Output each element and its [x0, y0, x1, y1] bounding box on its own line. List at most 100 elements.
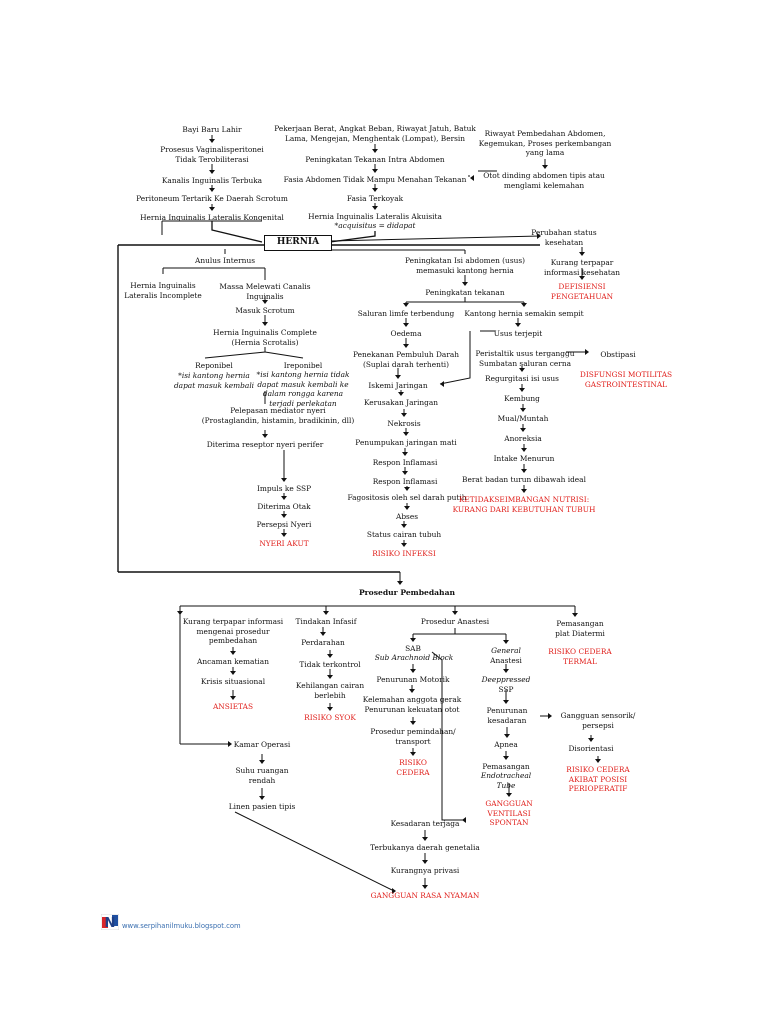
node-peningkatan-tekanan: Peningkatan tekanan: [425, 288, 505, 297]
node-nekrosis: Nekrosis: [387, 419, 421, 428]
node-obstipasi: Obstipasi: [600, 350, 636, 359]
node-riwayat: Riwayat Pembedahan Abdomen,Kegemukan, Pr…: [478, 129, 612, 158]
arrow-head: [403, 344, 409, 348]
node-respon1: Respon Inflamasi: [372, 458, 438, 467]
arrow-head: [401, 543, 407, 547]
arrow-head: [579, 276, 585, 280]
node-iskemi: Iskemi Jaringan: [368, 381, 428, 390]
node-tidak-terkontrol: Tidak terkontrol: [299, 660, 361, 669]
node-gangguan-rasa: GANGGUAN RASA NYAMAN: [370, 891, 480, 900]
arrow-head: [281, 514, 287, 518]
arrow-head: [521, 469, 527, 473]
node-fasia-tidak: Fasia Abdomen Tidak Mampu Menahan Tekana…: [283, 175, 467, 184]
arrow-head: [404, 506, 410, 510]
arrow-head: [410, 721, 416, 725]
arrow-head: [440, 381, 444, 387]
arrow-head: [422, 837, 428, 841]
node-tindakan-infasif: Tindakan Infasif: [295, 617, 357, 626]
arrow-head: [259, 760, 265, 764]
node-ireponibel: Ireponibel: [283, 361, 323, 370]
arrow-head: [281, 496, 287, 500]
connector-line: [439, 331, 471, 385]
connector-line: [234, 811, 393, 891]
arrow-head: [422, 885, 428, 889]
node-linen: Linen pasien tipis: [228, 802, 296, 811]
node-krisis: Krisis situasional: [200, 677, 266, 686]
node-sab: SAB: [405, 644, 421, 653]
arrow-head: [401, 413, 407, 417]
node-risiko-syok: RISIKO SYOK: [304, 713, 356, 722]
node-peningkatan-isi: Peningkatan Isi abdomen (usus)memasuki k…: [404, 256, 526, 275]
node-disorientasi: Disorientasi: [568, 744, 614, 753]
arrow-head: [209, 170, 215, 174]
connector-line: [211, 221, 263, 243]
node-peritoneum: Peritoneum Tertarik Ke Daerah Scrotum: [136, 194, 288, 203]
arrow-head: [542, 165, 548, 169]
node-saluran-limfe: Saluran limfe terbendung: [357, 309, 455, 318]
arrow-head: [327, 654, 333, 658]
arrow-head: [209, 188, 215, 192]
source-url[interactable]: www.serpihanilmuku.blogspot.com: [122, 922, 241, 930]
node-ketidakseimbangan: KETIDAKSEIMBANGAN NUTRISI:KURANG DARI KE…: [452, 495, 596, 514]
node-bayi: Bayi Baru Lahir: [182, 125, 242, 134]
arrow-head: [259, 796, 265, 800]
arrow-head: [503, 669, 509, 673]
node-hernia-complete: Hernia Inguinalis Complete(Hernia Scrota…: [213, 328, 317, 347]
node-masuk-scrotum: Masuk Scrotum: [235, 306, 295, 315]
node-apnea: Apnea: [494, 740, 518, 749]
arrow-head: [404, 487, 410, 491]
arrow-head: [410, 669, 416, 673]
node-persepsi-nyeri: Persepsi Nyeri: [256, 520, 312, 529]
arrow-head: [537, 233, 541, 239]
arrow-head: [372, 206, 378, 210]
node-nyeri-akut: NYERI AKUT: [259, 539, 309, 548]
arrow-head: [462, 817, 466, 823]
arrow-head: [230, 651, 236, 655]
arrow-head: [520, 428, 526, 432]
node-hernia-akuisita: Hernia Inguinalis Lateralis Akuisita: [308, 212, 442, 221]
arrow-head: [503, 756, 509, 760]
hernia-title-box: HERNIA: [264, 235, 332, 251]
arrow-head: [588, 738, 594, 742]
node-reponibel: Reponibel: [195, 361, 233, 370]
arrow-head: [585, 349, 589, 355]
arrow-head: [402, 471, 408, 475]
node-hernia-kong: Hernia Inguinalis Lateralis Kongenital: [140, 213, 284, 222]
node-mual: Mual/Muntah: [497, 414, 549, 423]
arrow-head: [398, 392, 404, 396]
node-regurgitasi: Regurgitasi isi usus: [485, 374, 559, 383]
connector-line: [431, 651, 466, 821]
connector-line: [329, 235, 541, 242]
arrow-head: [323, 611, 329, 615]
node-penekanan: Penekanan Pembuluh Darah(Suplai darah te…: [352, 350, 460, 369]
arrow-head: [579, 252, 585, 256]
arrow-head: [327, 675, 333, 679]
node-berat-badan: Berat badan turun dibawah ideal: [462, 475, 586, 484]
arrow-head: [506, 793, 512, 797]
arrow-head: [403, 303, 409, 307]
arrow-head: [521, 448, 527, 452]
node-diterima-otak: Diterima Otak: [257, 502, 311, 511]
arrow-head: [422, 860, 428, 864]
node-pelepasan: Pelepasan mediator nyeri(Prostaglandin, …: [201, 406, 355, 425]
arrow-head: [403, 323, 409, 327]
node-fagositosis: Fagositosis oleh sel darah putih: [347, 493, 467, 502]
node-kerusakan: Kerusakan Jaringan: [363, 398, 439, 407]
arrow-head: [392, 888, 396, 894]
arrow-head: [470, 175, 474, 181]
arrow-head: [521, 489, 527, 493]
arrow-head: [520, 408, 526, 412]
